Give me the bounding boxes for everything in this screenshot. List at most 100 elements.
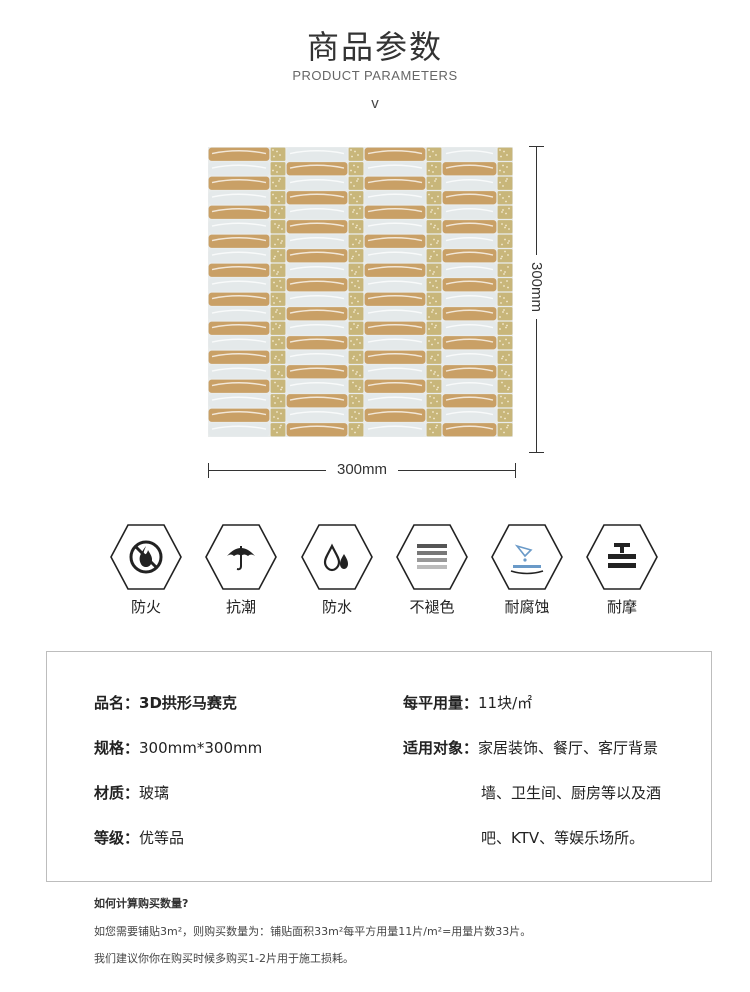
feature-wear: 耐摩 xyxy=(582,524,662,616)
foil-speck xyxy=(274,381,276,384)
foil-speck xyxy=(272,169,274,172)
foil-speck xyxy=(354,150,356,153)
foil-speck xyxy=(352,402,354,404)
foil-speck xyxy=(273,302,275,304)
gold-strip xyxy=(270,147,286,161)
foil-speck xyxy=(274,243,276,246)
foil-speck xyxy=(434,200,436,203)
gold-strip xyxy=(426,365,442,379)
glass-highlight xyxy=(211,396,267,401)
foil-speck xyxy=(437,228,439,230)
glass-strip xyxy=(442,321,497,335)
glass-strip xyxy=(208,205,270,219)
glass-highlight xyxy=(289,324,345,329)
foil-speck xyxy=(279,300,281,303)
foil-speck xyxy=(357,166,359,168)
spec-value: 11块/㎡ xyxy=(478,694,533,712)
foil-speck xyxy=(279,312,281,315)
glass-highlight xyxy=(289,266,345,271)
glass-strip xyxy=(442,191,497,205)
foil-speck xyxy=(274,223,276,225)
glass-highlight xyxy=(211,280,267,285)
gold-strip xyxy=(426,191,442,205)
gold-strip xyxy=(348,423,364,437)
glass-strip xyxy=(442,408,497,422)
foil-speck xyxy=(355,397,357,399)
foil-speck xyxy=(357,280,359,282)
foil-speck xyxy=(351,155,353,158)
foil-speck xyxy=(350,316,352,318)
glass-strip xyxy=(364,423,426,437)
foil-speck xyxy=(435,178,437,180)
foil-speck xyxy=(434,371,436,373)
glass-highlight xyxy=(445,295,494,300)
glass-strip xyxy=(286,408,348,422)
glass-strip xyxy=(286,263,348,277)
foil-speck xyxy=(358,388,360,391)
gold-strip xyxy=(348,307,364,321)
gold-strip xyxy=(426,350,442,364)
foil-speck xyxy=(436,286,438,289)
foil-speck xyxy=(431,323,433,325)
notes-line: 我们建议你你在购买时候多购买1-2片用于施工损耗。 xyxy=(94,952,354,965)
glass-strip xyxy=(208,263,270,277)
foil-speck xyxy=(430,369,432,372)
glass-highlight xyxy=(445,179,494,184)
gold-strip xyxy=(270,176,286,190)
glass-strip xyxy=(364,292,426,306)
foil-speck xyxy=(357,312,359,315)
foil-speck xyxy=(358,400,360,403)
glass-strip xyxy=(442,336,497,350)
gold-strip xyxy=(348,394,364,408)
foil-speck xyxy=(272,316,274,318)
foil-speck xyxy=(273,416,275,418)
foil-speck xyxy=(276,171,278,173)
foil-speck xyxy=(273,155,275,158)
page-subtitle: PRODUCT PARAMETERS xyxy=(292,68,458,83)
foil-speck xyxy=(506,280,508,282)
foil-speck xyxy=(430,243,432,246)
spec-application: 适用对象：家居装饰、餐厅、客厅背景 xyxy=(403,737,658,758)
glass-highlight xyxy=(445,266,494,271)
feature-label: 抗潮 xyxy=(225,598,256,616)
foil-speck xyxy=(277,238,279,241)
umbrella-icon xyxy=(205,524,277,590)
glass-highlight xyxy=(289,150,345,155)
gold-strip xyxy=(348,292,364,306)
spec-material: 材质：玻璃 xyxy=(94,782,169,803)
glass-highlight xyxy=(289,164,345,169)
foil-speck xyxy=(350,295,352,298)
foil-speck xyxy=(505,180,507,182)
foil-speck xyxy=(504,271,506,273)
glass-highlight xyxy=(289,367,345,372)
glass-strip xyxy=(364,336,426,350)
glass-highlight xyxy=(211,251,267,256)
gold-strip xyxy=(270,307,286,321)
gold-strip xyxy=(348,321,364,335)
foil-speck xyxy=(353,355,355,358)
gold-strip xyxy=(497,205,513,219)
glass-strip xyxy=(286,191,348,205)
foil-speck xyxy=(279,280,281,282)
foil-speck xyxy=(508,342,510,344)
gold-strip xyxy=(426,176,442,190)
gold-strip xyxy=(348,263,364,277)
foil-speck xyxy=(354,285,356,287)
glass-highlight xyxy=(289,193,345,198)
glass-strip xyxy=(442,249,497,263)
foil-speck xyxy=(350,193,352,196)
foil-speck xyxy=(433,250,435,253)
glass-strip xyxy=(364,408,426,422)
foil-speck xyxy=(434,180,436,182)
foil-speck xyxy=(350,340,352,342)
foil-speck xyxy=(431,209,433,211)
glass-strip xyxy=(208,191,270,205)
foil-speck xyxy=(428,149,430,151)
glass-strip xyxy=(364,394,426,408)
foil-speck xyxy=(353,323,355,325)
foil-speck xyxy=(437,354,439,356)
glass-strip xyxy=(208,176,270,190)
foil-speck xyxy=(356,224,358,227)
foil-speck xyxy=(275,197,277,199)
foil-speck xyxy=(280,254,282,256)
